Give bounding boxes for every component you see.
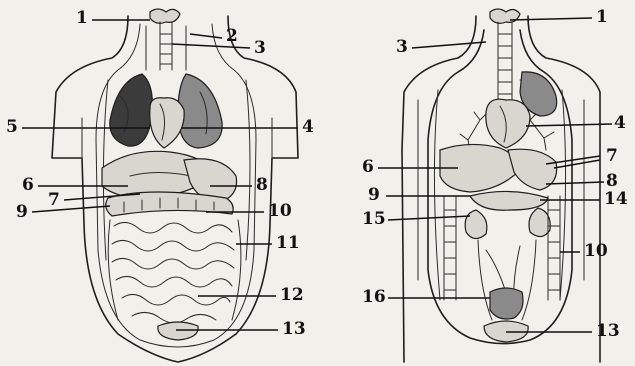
right-kidney-left xyxy=(465,210,487,239)
right-label-9: 9 xyxy=(368,187,380,204)
left-label-11: 11 xyxy=(276,235,300,252)
left-label-9: 9 xyxy=(16,204,28,221)
left-label-4: 4 xyxy=(302,119,314,136)
left-label-5: 5 xyxy=(6,119,18,136)
left-label-10: 10 xyxy=(268,203,292,220)
left-label-2: 2 xyxy=(226,28,238,45)
left-label-12: 12 xyxy=(280,287,304,304)
left-label-1: 1 xyxy=(76,10,88,27)
right-label-1: 1 xyxy=(596,9,608,26)
right-heart xyxy=(486,99,530,148)
right-larynx xyxy=(490,9,520,23)
right-label-3: 3 xyxy=(396,39,408,56)
left-label-6: 6 xyxy=(22,177,34,194)
right-pancreas xyxy=(470,191,548,210)
left-label-3: 3 xyxy=(254,40,266,57)
right-label-10: 10 xyxy=(584,243,608,260)
left-small-intestine xyxy=(108,220,241,323)
right-kidney-right xyxy=(529,208,550,237)
right-label-13: 13 xyxy=(596,323,620,340)
right-label-6: 6 xyxy=(362,159,374,176)
left-label-8: 8 xyxy=(256,177,268,194)
right-torso-figure xyxy=(402,9,600,362)
right-label-7: 7 xyxy=(606,148,618,165)
left-heart xyxy=(150,98,184,148)
left-right-lung xyxy=(110,74,152,146)
right-label-16: 16 xyxy=(362,289,386,306)
right-label-8: 8 xyxy=(606,173,618,190)
left-larynx xyxy=(150,9,180,23)
right-rectum xyxy=(490,288,523,319)
right-label-15: 15 xyxy=(362,211,386,228)
left-label-13: 13 xyxy=(282,321,306,338)
left-label-7: 7 xyxy=(48,192,60,209)
right-label-14: 14 xyxy=(604,191,628,208)
left-bladder xyxy=(158,322,198,340)
right-label-4: 4 xyxy=(614,115,626,132)
